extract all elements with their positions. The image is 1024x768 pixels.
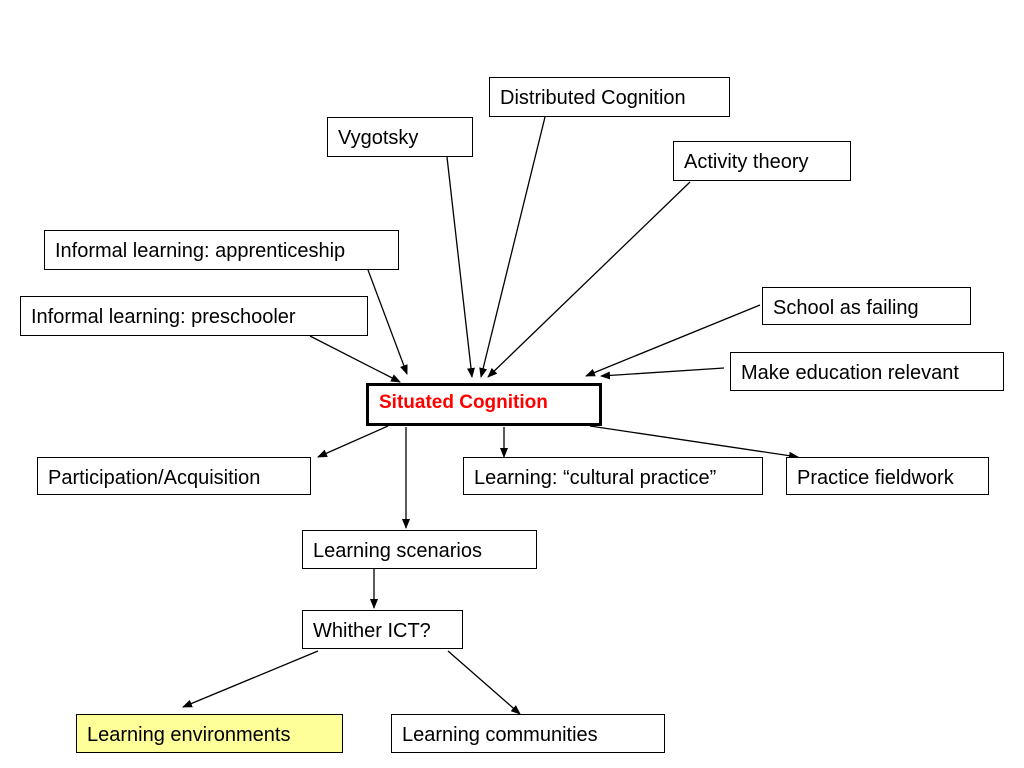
node-learning-communities: Learning communities: [391, 714, 665, 753]
node-practice-fieldwork: Practice fieldwork: [786, 457, 989, 495]
arrow-preschooler-to-situated: [309, 335, 401, 383]
node-cultural-practice: Learning: “cultural practice”: [463, 457, 763, 495]
node-distributed-cognition: Distributed Cognition: [489, 77, 730, 117]
arrow-activity-to-situated: [487, 181, 691, 378]
arrow-ict-to-communities: [447, 650, 521, 715]
node-participation-acquisition: Participation/Acquisition: [37, 457, 311, 495]
node-situated-cognition: Situated Cognition: [366, 383, 602, 426]
arrow-vygotsky-to-situated: [446, 156, 475, 378]
arrow-school-to-situated: [585, 304, 761, 377]
node-informal-preschooler: Informal learning: preschooler: [20, 296, 368, 336]
node-whither-ict: Whither ICT?: [302, 610, 463, 649]
arrow-ict-to-environments: [182, 650, 319, 708]
node-informal-apprenticeship: Informal learning: apprenticeship: [44, 230, 399, 270]
node-make-education-relevant: Make education relevant: [730, 352, 1004, 391]
node-activity-theory: Activity theory: [673, 141, 851, 181]
node-school-as-failing: School as failing: [762, 287, 971, 325]
node-learning-environments: Learning environments: [76, 714, 343, 753]
arrow-situated-to-participation: [317, 425, 389, 458]
arrow-relevant-to-situated: [600, 367, 725, 380]
arrow-situated-to-fieldwork: [589, 425, 799, 460]
node-learning-scenarios: Learning scenarios: [302, 530, 537, 569]
arrow-apprenticeship-to-situated: [367, 269, 408, 375]
node-vygotsky: Vygotsky: [327, 117, 473, 157]
arrow-distributed-to-situated: [479, 116, 546, 378]
